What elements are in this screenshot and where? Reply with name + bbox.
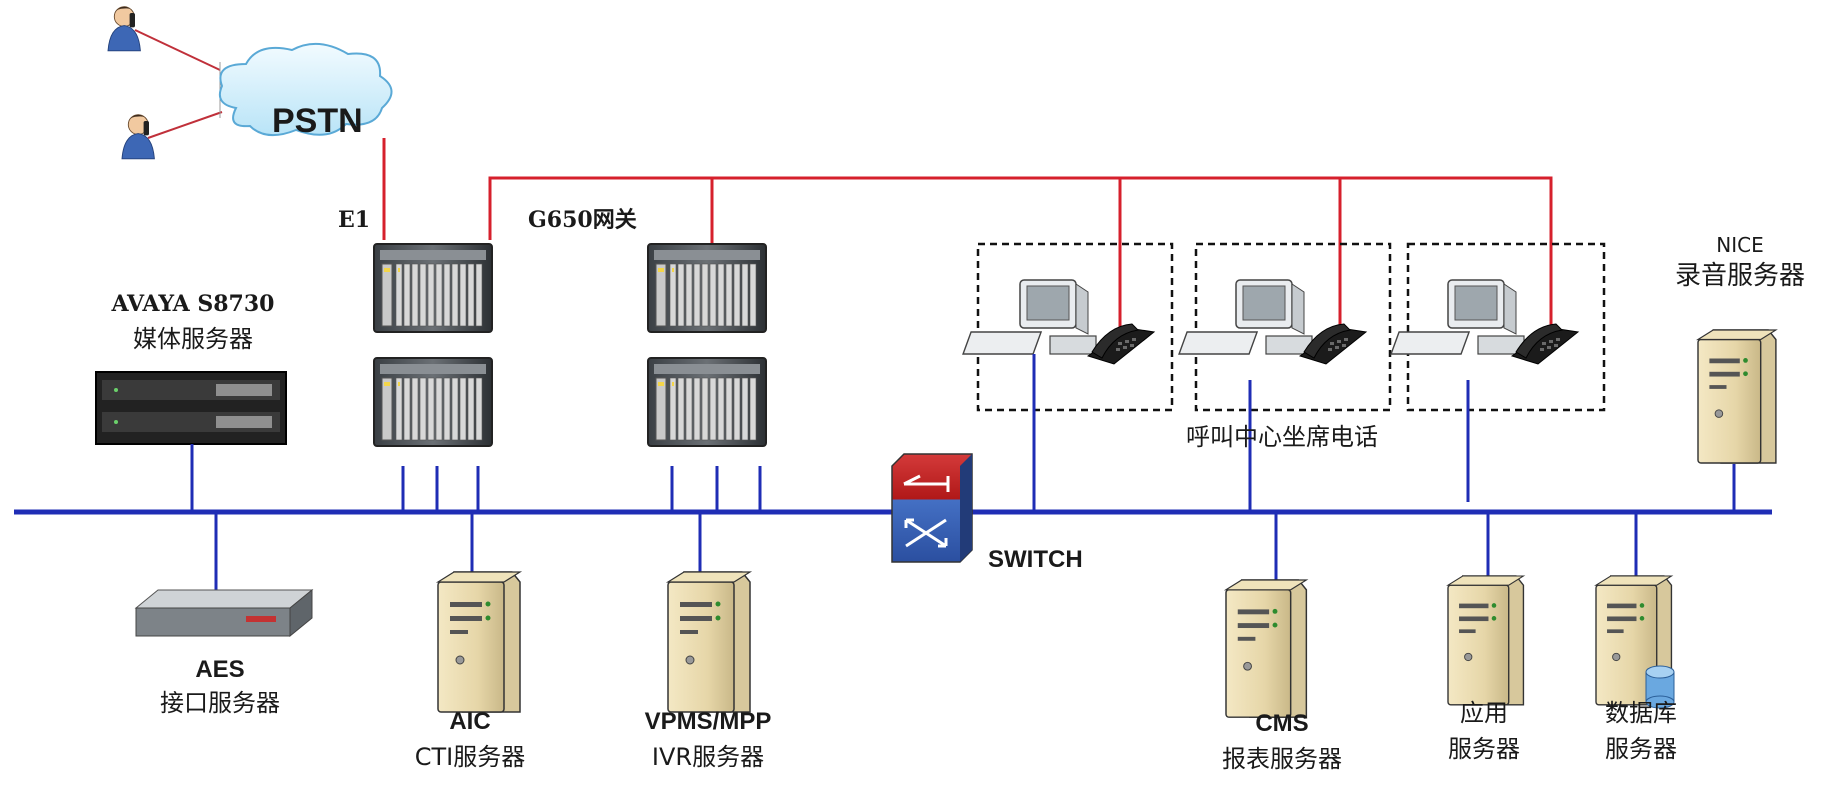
pstn-label: PSTN — [272, 102, 363, 140]
cms-role-label: 报表服务器 — [1222, 745, 1342, 773]
vpms-role-label: IVR服务器 — [651, 743, 765, 771]
database-icon — [1645, 665, 1675, 709]
nice-name-label: NICE — [1716, 233, 1764, 257]
gateway-cabinet-icon — [373, 357, 493, 447]
tower-server-icon — [1225, 579, 1308, 718]
avaya-role-label: 媒体服务器 — [133, 325, 253, 353]
pstn-cloud-icon — [218, 43, 393, 137]
aic-role-label: CTI服务器 — [414, 743, 526, 771]
agent-pc-icon — [962, 279, 1097, 355]
desk-phone-icon — [1299, 323, 1367, 365]
app-server-label-line1: 应用 — [1460, 699, 1508, 727]
gateway-cabinet-icon — [647, 357, 767, 447]
pstn-caller-links — [134, 29, 223, 139]
db-server-label-line1: 数据库 — [1605, 699, 1677, 727]
aic-name-label: AIC — [449, 708, 491, 735]
agent-pc-icon — [1178, 279, 1313, 355]
agent-workstation-groups — [976, 242, 1606, 412]
desk-phone-icon — [1087, 323, 1155, 365]
tower-server-icon — [1697, 329, 1777, 464]
vpms-name-label: VPMS/MPP — [644, 708, 772, 735]
desk-phone-icon — [1511, 323, 1579, 365]
agent-group-label: 呼叫中心坐席电话 — [1186, 423, 1378, 451]
agent-pc-icon — [1390, 279, 1525, 355]
person-phone-icon — [107, 6, 141, 52]
voice-trunk-lines — [382, 138, 1553, 340]
cms-name-label: CMS — [1255, 710, 1309, 737]
nice-role-label: 录音服务器 — [1674, 261, 1805, 291]
aes-name-label: AES — [195, 656, 245, 683]
gateway-cabinet-icon — [373, 243, 493, 333]
avaya-name-label: AVAYA S8730 — [111, 291, 275, 317]
switch-label: SWITCH — [988, 546, 1083, 573]
db-server-label-line2: 服务器 — [1605, 735, 1677, 763]
e1-label: E1 — [338, 207, 371, 233]
gateway-cabinet-icon — [647, 243, 767, 333]
tower-server-icon — [667, 571, 751, 713]
tower-server-icon — [437, 571, 521, 713]
interface-server-appliance-icon — [134, 588, 314, 638]
gateway-label: G650网关 — [528, 207, 637, 233]
media-server-icon — [95, 371, 287, 445]
lan-drops — [190, 354, 1736, 590]
aes-role-label: 接口服务器 — [160, 689, 280, 717]
app-server-label-line2: 服务器 — [1448, 735, 1520, 763]
network-switch-icon — [891, 453, 973, 563]
tower-server-icon — [1447, 575, 1525, 706]
